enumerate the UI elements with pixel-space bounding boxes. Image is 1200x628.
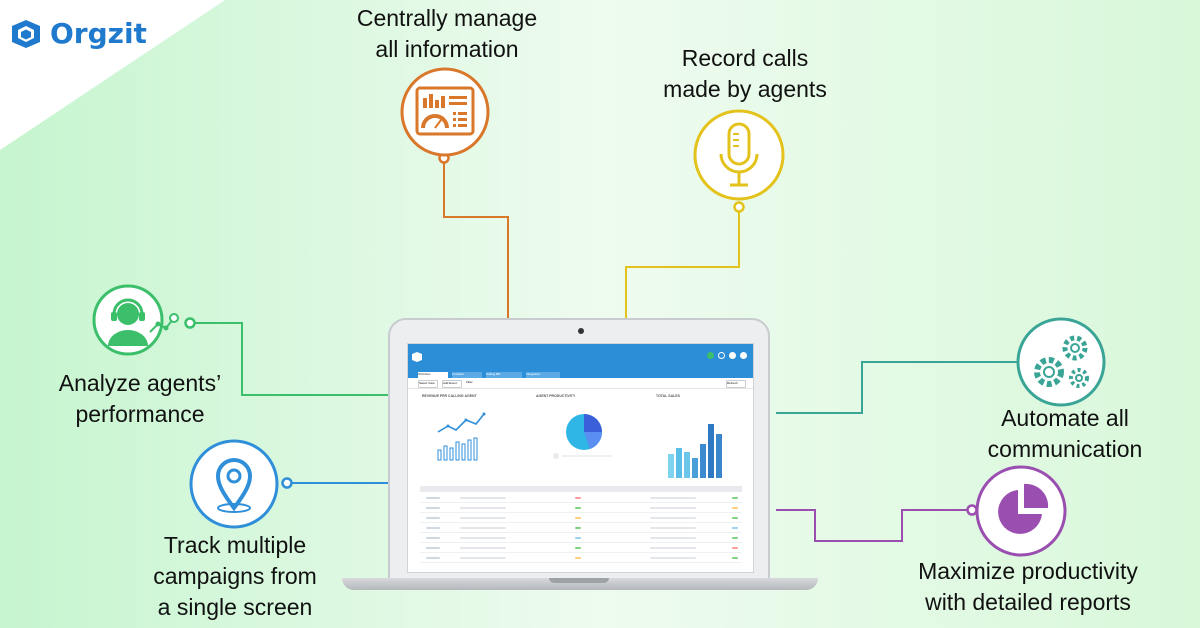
table-row[interactable] (420, 554, 742, 563)
gears-icon (1016, 317, 1106, 407)
laptop: Workflow Contacts Calling Bill Integrati… (388, 318, 770, 580)
table-row[interactable] (420, 534, 742, 543)
tab-calling-bill[interactable]: Calling Bill (486, 372, 522, 378)
filter-button[interactable]: Filter (466, 380, 473, 384)
tab-workflow[interactable]: Workflow (418, 372, 448, 378)
laptop-screen: Workflow Contacts Calling Bill Integrati… (407, 343, 754, 573)
microphone-icon (693, 109, 785, 201)
app-logo-icon (412, 352, 422, 362)
headset-agent-icon (92, 284, 179, 356)
refresh-button[interactable]: Refresh (726, 380, 746, 388)
orgzit-logo-icon (12, 20, 40, 48)
feature-label-analyze-agents: Analyze agents’performance (58, 370, 222, 427)
laptop-camera (578, 328, 584, 334)
panel-title-revenue: REVENUE PER CALLING AGENT (422, 394, 477, 398)
app-header (408, 344, 753, 370)
add-event-button[interactable]: Add Event (442, 380, 462, 388)
dashboard-icon (400, 67, 490, 157)
laptop-base (342, 578, 818, 590)
table-row[interactable] (420, 544, 742, 553)
table-header (420, 486, 742, 492)
table-row[interactable] (420, 524, 742, 533)
app-help-icon[interactable] (729, 352, 736, 359)
total-sales-mini-chart (668, 424, 722, 478)
panel-title-productivity: AGENT PRODUCTIVITY (536, 394, 576, 398)
tab-contacts[interactable]: Contacts (452, 372, 482, 378)
pie-chart-icon (975, 465, 1067, 557)
app-status-icon[interactable] (707, 352, 714, 359)
table-row[interactable] (420, 514, 742, 523)
app-toolbar: Select View Add Event Filter Refresh (408, 378, 753, 389)
location-pin-icon (189, 439, 279, 529)
brand-name: Orgzit (50, 16, 147, 50)
revenue-mini-chart (437, 412, 486, 461)
table-row[interactable] (420, 494, 742, 503)
app-tabs: Workflow Contacts Calling Bill Integrati… (408, 370, 753, 378)
tab-integration[interactable]: Integration (526, 372, 560, 378)
select-view-button[interactable]: Select View (418, 380, 438, 388)
table-row[interactable] (420, 504, 742, 513)
brand-logo[interactable]: Orgzit (8, 16, 147, 50)
productivity-mini-pie (553, 414, 612, 459)
panel-title-total-sales: TOTAL SALES (656, 394, 680, 398)
app-search-icon[interactable] (718, 352, 725, 359)
data-table (420, 486, 742, 570)
laptop-notch (549, 578, 609, 583)
app-user-icon[interactable] (740, 352, 747, 359)
